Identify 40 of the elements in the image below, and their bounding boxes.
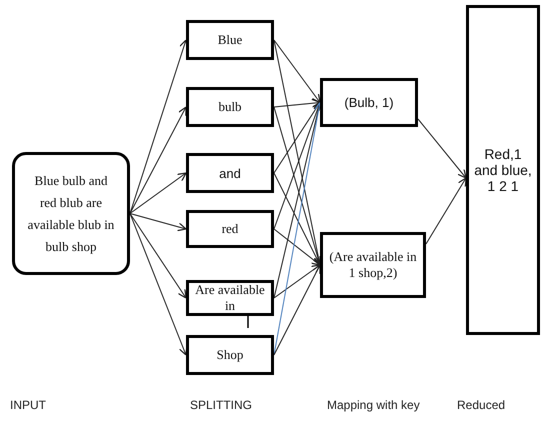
arrow — [426, 177, 467, 244]
key-value-box — [320, 232, 426, 298]
arrow — [274, 264, 321, 298]
node-text: red — [222, 221, 238, 237]
arrow — [274, 40, 321, 104]
node-text: Are available in — [194, 282, 266, 314]
arrow — [274, 228, 321, 266]
arrow — [130, 213, 188, 356]
arrow — [274, 102, 322, 230]
arrow — [274, 172, 321, 266]
arrow — [274, 98, 321, 108]
word-box — [186, 280, 274, 316]
node-text: bulb — [218, 99, 242, 115]
column-heading: Mapping with key — [327, 398, 420, 412]
arrow — [130, 213, 187, 299]
arrow — [130, 213, 187, 232]
column-heading: SPLITTING — [190, 398, 252, 412]
key-value-box — [320, 78, 418, 127]
node-text: Red,1 and blue, 1 2 1 — [473, 146, 533, 194]
reduce-box — [466, 5, 540, 335]
node-text: and — [219, 166, 241, 180]
word-box — [186, 210, 274, 248]
arrow — [130, 172, 187, 214]
arrow — [130, 39, 188, 214]
node-text: (Are available in 1 shop,2) — [328, 249, 418, 281]
word-box — [186, 20, 274, 60]
column-heading: Reduced — [457, 398, 506, 412]
column-heading: INPUT — [10, 398, 46, 412]
word-box — [186, 335, 274, 375]
arrow — [130, 106, 187, 214]
node-text: Shop — [216, 347, 244, 363]
node-text: (Bulb, 1) — [344, 95, 394, 110]
arrow — [274, 264, 321, 356]
input-box — [12, 152, 130, 275]
arrow — [274, 102, 321, 174]
arrow — [418, 118, 467, 179]
node-text: Blue bulb and red blub are available blub in bulb shop — [26, 172, 116, 256]
node-text: Blue — [218, 32, 242, 48]
word-box — [186, 153, 274, 193]
word-box — [186, 87, 274, 127]
